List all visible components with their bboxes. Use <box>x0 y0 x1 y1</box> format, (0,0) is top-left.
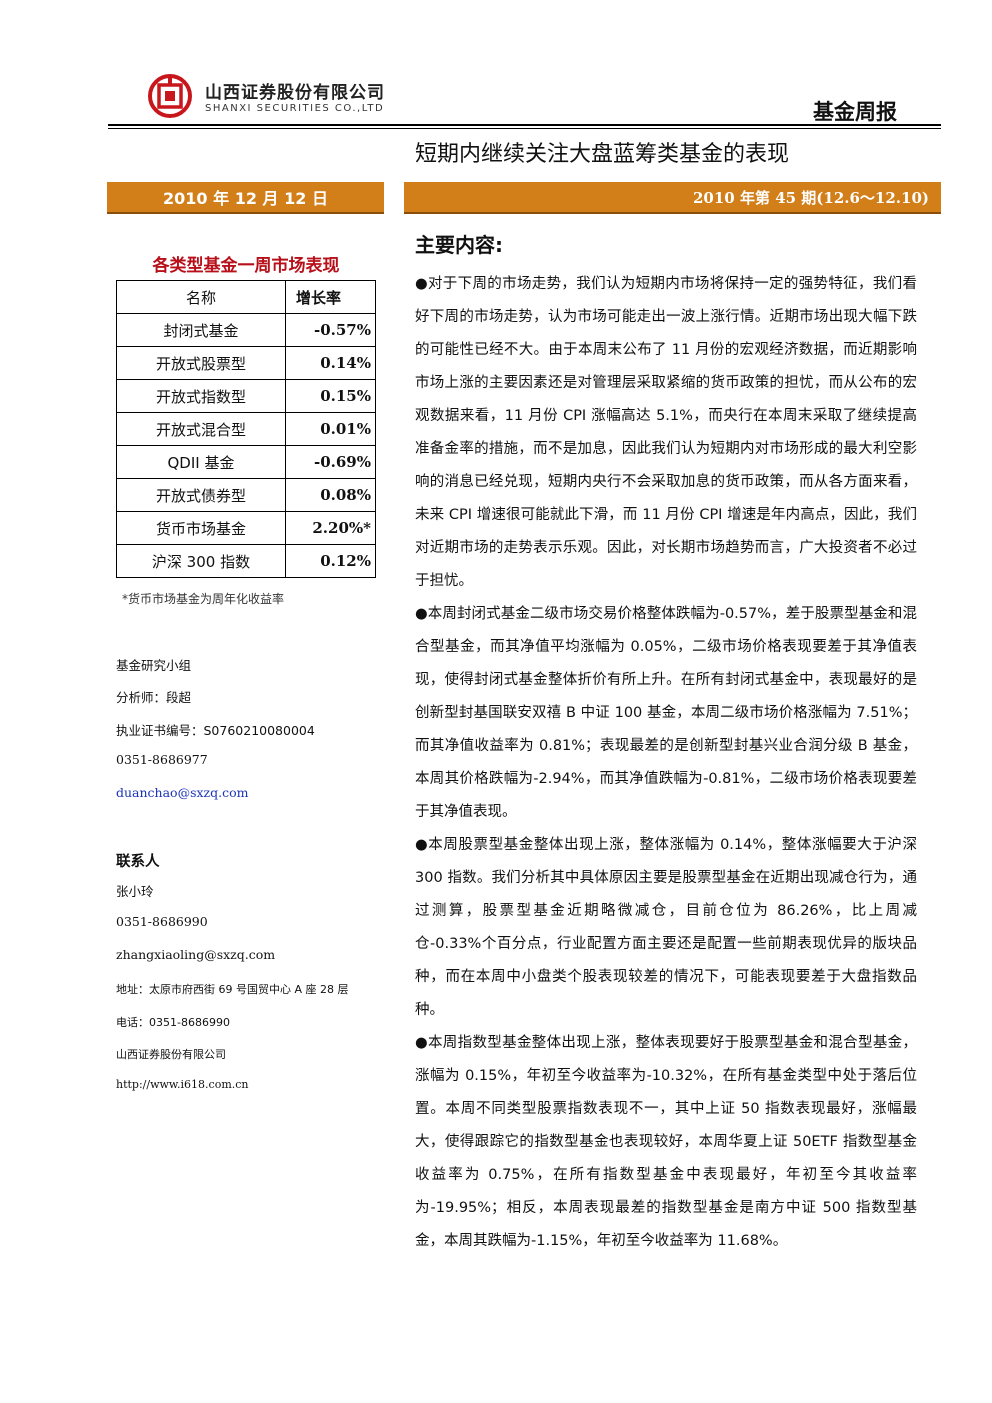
summary-body: ●对于下周的市场走势，我们认为短期内市场将保持一定的强势特征，我们看好下周的市场… <box>415 268 917 1258</box>
company-name-en: SHANXI SECURITIES CO.,LTD <box>205 103 385 114</box>
issue-number: 2010 年第 45 期(12.6～12.10) <box>693 188 929 207</box>
fund-type-rate: 0.14% <box>285 346 376 380</box>
performance-table: 名称 增长率 封闭式基金 -0.57% 开放式股票型 0.14% 开放式指数型 … <box>116 280 376 578</box>
table-row: 开放式债券型 0.08% <box>116 478 376 512</box>
table-row: 开放式混合型 0.01% <box>116 412 376 446</box>
fund-type-rate: -0.69% <box>285 445 376 479</box>
summary-paragraph: ●对于下周的市场走势，我们认为短期内市场将保持一定的强势特征，我们看好下周的市场… <box>415 276 917 589</box>
fund-type-name: 开放式混合型 <box>116 412 286 446</box>
page-title: 短期内继续关注大盘蓝筹类基金的表现 <box>415 142 790 167</box>
contact-address: 地址：太原市府西街 69 号国贸中心 A 座 28 层 <box>116 983 349 996</box>
contact-heading: 联系人 <box>116 854 160 870</box>
fund-type-name: 封闭式基金 <box>116 313 286 347</box>
performance-table-title: 各类型基金一周市场表现 <box>152 256 340 276</box>
summary-heading: 主要内容: <box>415 233 503 257</box>
contact-website: http://www.i618.com.cn <box>116 1078 249 1091</box>
issue-bar: 2010 年第 45 期(12.6～12.10) <box>404 182 941 214</box>
header-divider <box>108 124 941 126</box>
table-header-row: 名称 增长率 <box>116 280 376 314</box>
contact-phone: 0351-8686990 <box>116 914 208 929</box>
column-header-rate: 增长率 <box>285 280 376 314</box>
fund-type-rate: 0.12% <box>285 544 376 578</box>
contact-email: zhangxiaoling@sxzq.com <box>116 947 276 962</box>
research-group: 基金研究小组 <box>116 658 192 673</box>
contact-company: 山西证券股份有限公司 <box>116 1048 226 1061</box>
column-header-name: 名称 <box>116 280 286 314</box>
contact-tel: 电话：0351-8686990 <box>116 1016 230 1029</box>
date-bar: 2010 年 12 月 12 日 <box>107 182 384 214</box>
table-row: 开放式股票型 0.14% <box>116 346 376 380</box>
fund-type-rate: -0.57% <box>285 313 376 347</box>
fund-type-name: 开放式债券型 <box>116 478 286 512</box>
company-logo-icon <box>148 74 192 118</box>
report-type: 基金周报 <box>813 100 897 124</box>
fund-type-rate: 2.20%* <box>285 511 376 545</box>
summary-paragraph: ●本周股票型基金整体出现上涨，整体涨幅为 0.14%，整体涨幅要大于沪深 300… <box>415 837 917 1018</box>
table-footnote: *货币市场基金为周年化收益率 <box>122 592 285 606</box>
fund-type-rate: 0.01% <box>285 412 376 446</box>
fund-type-rate: 0.15% <box>285 379 376 413</box>
table-row: QDII 基金 -0.69% <box>116 445 376 479</box>
table-row: 封闭式基金 -0.57% <box>116 313 376 347</box>
fund-type-name: 沪深 300 指数 <box>116 544 286 578</box>
fund-type-name: 货币市场基金 <box>116 511 286 545</box>
analyst-cert: 执业证书编号：S0760210080004 <box>116 723 315 738</box>
analyst-email-link[interactable]: duanchao@sxzq.com <box>116 785 249 800</box>
header-divider-thin <box>108 128 941 129</box>
report-date: 2010 年 12 月 12 日 <box>163 189 328 208</box>
fund-type-rate: 0.08% <box>285 478 376 512</box>
table-row: 货币市场基金 2.20%* <box>116 511 376 545</box>
fund-type-name: QDII 基金 <box>116 445 286 479</box>
table-row: 开放式指数型 0.15% <box>116 379 376 413</box>
analyst-name: 分析师：段超 <box>116 690 192 705</box>
analyst-phone: 0351-8686977 <box>116 752 208 767</box>
summary-paragraph: ●本周封闭式基金二级市场交易价格整体跌幅为-0.57%，差于股票型基金和混合型基… <box>415 606 917 820</box>
contact-name: 张小玲 <box>116 884 154 899</box>
fund-type-name: 开放式指数型 <box>116 379 286 413</box>
fund-type-name: 开放式股票型 <box>116 346 286 380</box>
summary-paragraph: ●本周指数型基金整体出现上涨，整体表现要好于股票型基金和混合型基金，涨幅为 0.… <box>415 1035 917 1249</box>
company-name-cn: 山西证券股份有限公司 <box>205 83 385 103</box>
table-row: 沪深 300 指数 0.12% <box>116 544 376 578</box>
